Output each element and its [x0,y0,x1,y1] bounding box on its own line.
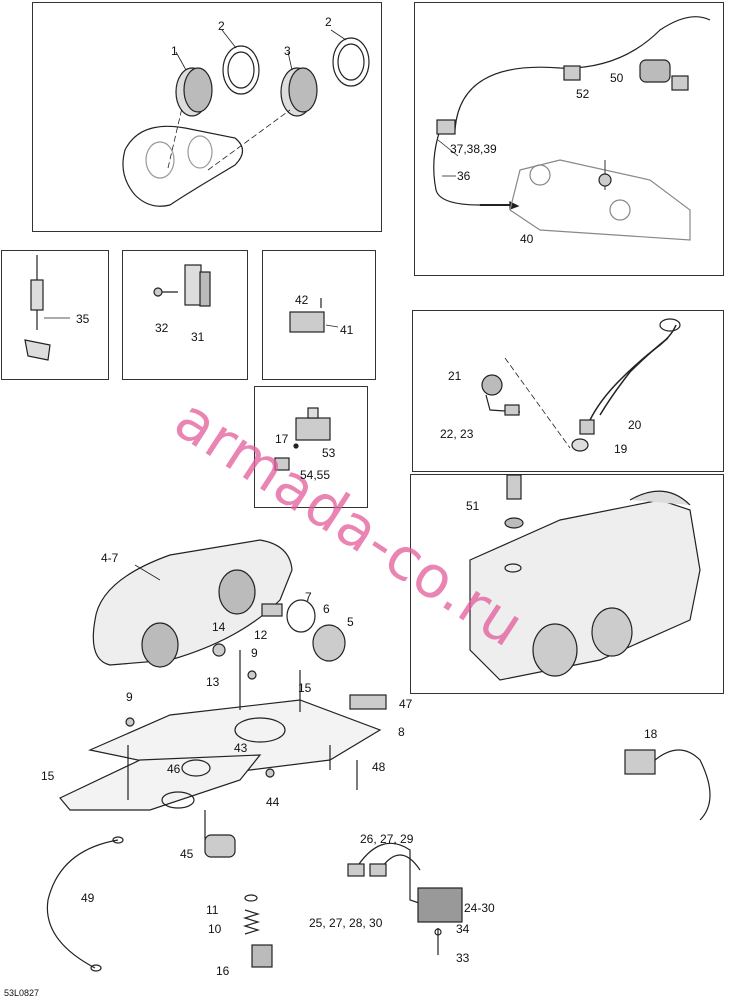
panel-sensor [414,2,724,276]
callout-16: 16 [216,964,230,978]
callout-10: 10 [208,922,222,936]
callout-17: 17 [275,432,289,446]
panel-part-31-32 [122,250,248,380]
callout-8: 8 [398,725,405,739]
diagram-code: 53L0827 [4,988,40,998]
callout-9b: 9 [126,690,133,704]
panel-part-41-42 [262,250,376,380]
callout-33: 33 [456,951,470,965]
callout-44: 44 [266,795,280,809]
callout-35: 35 [76,312,90,326]
callout-47: 47 [399,697,413,711]
panel-tether [412,310,724,472]
callout-42: 42 [295,293,309,307]
callout-52: 52 [576,87,590,101]
callout-45: 45 [180,847,194,861]
callout-49: 49 [81,891,95,905]
callout-14: 14 [212,620,226,634]
callout-51: 51 [466,499,480,513]
callout-7: 7 [305,590,312,604]
panel-gauges [32,2,382,232]
callout-12: 12 [254,628,268,642]
callout-31: 31 [191,330,205,344]
callout-40: 40 [520,232,534,246]
callout-20: 20 [628,418,642,432]
callout-15b: 15 [41,769,55,783]
callout-21: 21 [448,369,462,383]
callout-50: 50 [610,71,624,85]
callout-11: 11 [206,903,219,917]
callout-48: 48 [372,760,386,774]
callout-2b: 2 [325,15,332,29]
panel-part-35 [1,250,109,380]
callout-3: 3 [284,44,291,58]
callout-4-7: 4-7 [101,551,119,565]
callout-53: 53 [322,446,336,460]
panel-part-17 [254,386,368,508]
callout-46: 46 [167,762,181,776]
callout-26-27-29: 26, 27, 29 [360,832,414,846]
callout-13: 13 [206,675,220,689]
callout-32: 32 [155,321,169,335]
callout-9a: 9 [251,646,258,660]
callout-54-55: 54,55 [300,468,331,482]
callout-36: 36 [457,169,471,183]
callout-34: 34 [456,922,470,936]
callout-15a: 15 [298,681,312,695]
callout-19: 19 [614,442,628,456]
callout-2a: 2 [218,19,225,33]
callout-25-27-28-30: 25, 27, 28, 30 [309,916,383,930]
callout-37-38-39: 37,38,39 [450,142,497,156]
callout-5: 5 [347,615,354,629]
callout-6: 6 [323,602,330,616]
callout-22-23: 22, 23 [440,427,474,441]
callout-18: 18 [644,727,658,741]
callout-43: 43 [234,741,248,755]
callout-1: 1 [171,44,178,58]
callout-24-30: 24-30 [464,901,495,915]
callout-41: 41 [340,323,354,337]
